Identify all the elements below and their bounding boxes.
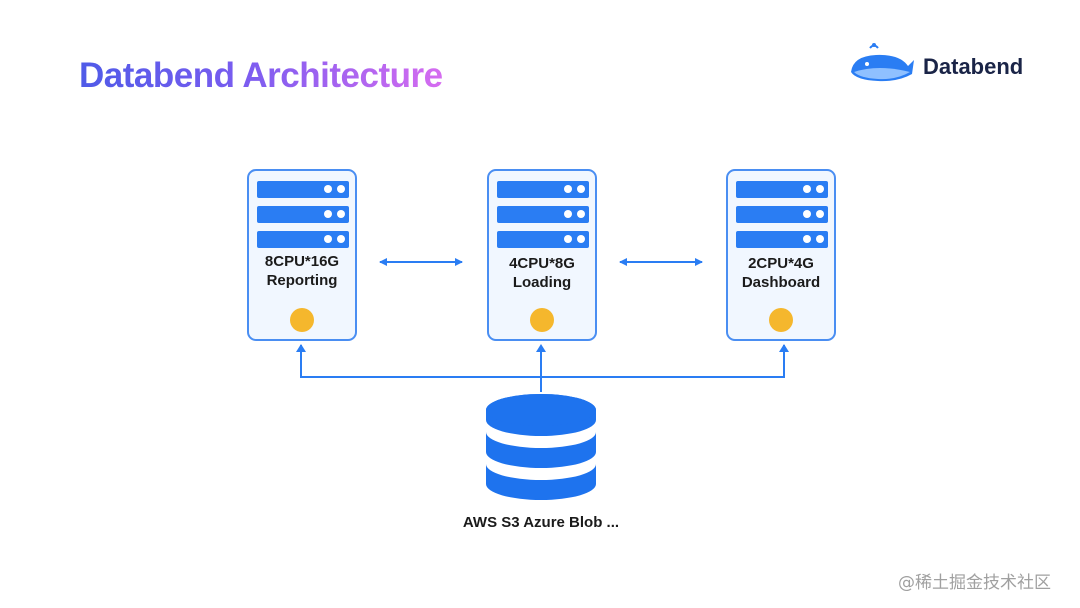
rack-light: [816, 185, 824, 193]
storage-label: AWS S3 Azure Blob ...: [462, 514, 620, 531]
rack-light: [324, 210, 332, 218]
arrow-up-reporting: [296, 344, 306, 352]
server-reporting: 8CPU*16G Reporting: [247, 169, 357, 341]
rack-light: [577, 210, 585, 218]
server-rack: [257, 231, 349, 248]
server-rack: [736, 231, 828, 248]
rack-light: [324, 235, 332, 243]
rack-light: [337, 210, 345, 218]
page-title: Databend Architecture: [79, 56, 443, 95]
server-spec: 2CPU*4G: [748, 255, 814, 272]
logo-wordmark: Databend: [923, 54, 1024, 79]
server-rack: [257, 181, 349, 198]
whale-icon: [851, 43, 914, 82]
rack-light: [803, 210, 811, 218]
rack-light: [816, 210, 824, 218]
server-rack: [736, 181, 828, 198]
rack-light: [564, 210, 572, 218]
rack-light: [577, 235, 585, 243]
arrow-up-loading: [536, 344, 546, 352]
rack-light: [564, 185, 572, 193]
server-role: Loading: [512, 274, 572, 291]
arrow-up-dashboard: [779, 344, 789, 352]
server-rack: [497, 231, 589, 248]
rack-light: [803, 185, 811, 193]
server-spec: 4CPU*8G: [509, 255, 575, 272]
rack-light: [803, 235, 811, 243]
server-rack: [497, 181, 589, 198]
status-light: [530, 308, 554, 332]
server-loading: 4CPU*8G Loading: [487, 169, 597, 341]
server-rack: [257, 206, 349, 223]
watermark: @稀土掘金技术社区: [898, 573, 1051, 593]
server-rack: [497, 206, 589, 223]
databend-logo: Databend: [848, 42, 1048, 90]
status-light: [290, 308, 314, 332]
status-light: [769, 308, 793, 332]
storage-bus: [300, 345, 785, 378]
server-role: Reporting: [266, 272, 338, 289]
rack-light: [337, 235, 345, 243]
server-spec: 8CPU*16G: [264, 253, 340, 270]
rack-light: [816, 235, 824, 243]
rack-light: [324, 185, 332, 193]
server-rack: [736, 206, 828, 223]
server-dashboard: 2CPU*4G Dashboard: [726, 169, 836, 341]
rack-light: [577, 185, 585, 193]
rack-light: [564, 235, 572, 243]
database-icon: [486, 394, 596, 500]
server-role: Dashboard: [741, 274, 821, 291]
rack-light: [337, 185, 345, 193]
